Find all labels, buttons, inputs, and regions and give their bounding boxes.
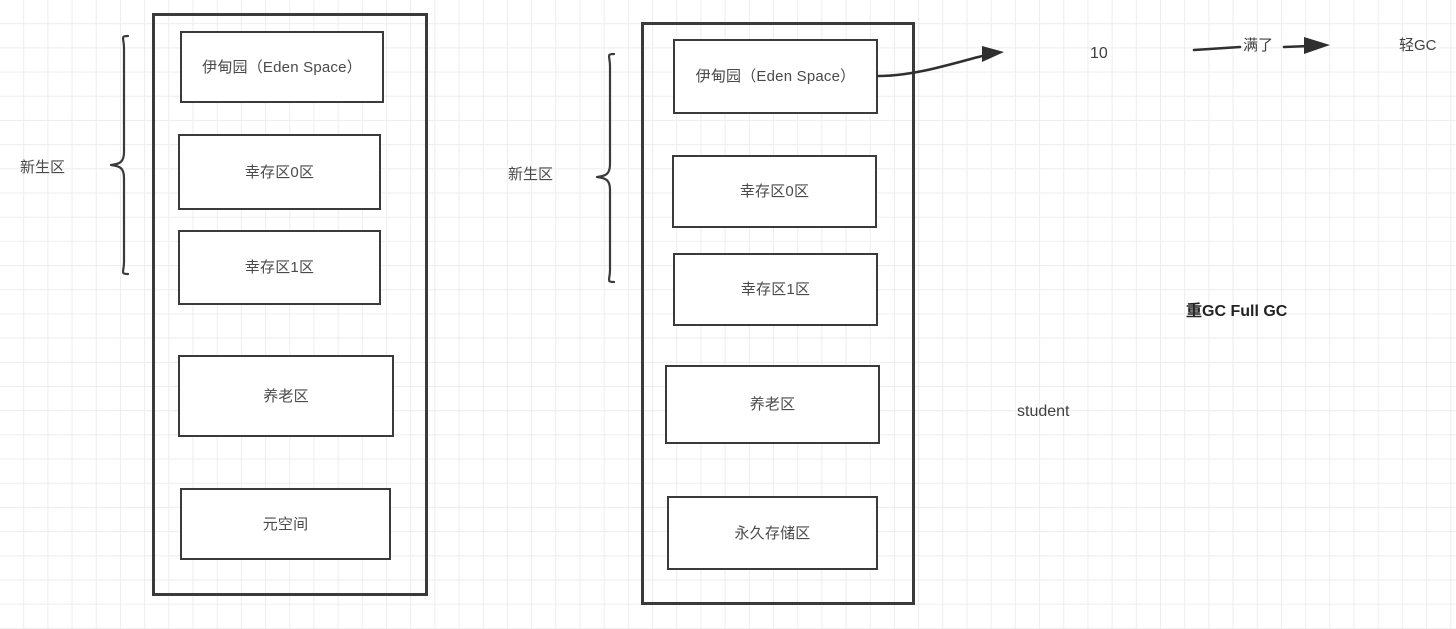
left-region-metaspace[interactable]: 元空间 [180, 488, 391, 560]
left-region-old-label: 养老区 [263, 387, 309, 405]
left-region-survivor0-label: 幸存区0区 [244, 163, 315, 181]
jvm-heap-left-outer-box [152, 13, 428, 596]
annotation-full-label: 满了 [1243, 37, 1274, 54]
right-region-permgen-label: 永久存储区 [734, 524, 811, 542]
right-region-eden-label: 伊甸园（Eden Space） [695, 68, 856, 85]
right-region-survivor1[interactable]: 幸存区1区 [673, 253, 878, 326]
left-region-eden[interactable]: 伊甸园（Eden Space） [180, 31, 384, 103]
left-region-survivor1-label: 幸存区1区 [244, 259, 315, 276]
annotation-minor-gc: 轻GC [1399, 37, 1437, 54]
jvm-heap-right-outer-box [641, 22, 915, 605]
left-region-old[interactable]: 养老区 [178, 355, 394, 437]
right-region-permgen[interactable]: 永久存储区 [667, 496, 878, 570]
left-young-gen-label: 新生区 [20, 159, 66, 176]
right-region-survivor0-label: 幸存区0区 [739, 183, 810, 200]
right-region-old-label: 养老区 [749, 396, 796, 413]
right-region-eden[interactable]: 伊甸园（Eden Space） [673, 39, 878, 114]
left-region-survivor1[interactable]: 幸存区1区 [178, 230, 381, 305]
right-region-survivor0[interactable]: 幸存区0区 [672, 155, 877, 228]
right-young-gen-brace [595, 52, 616, 284]
annotation-count: 10 [1090, 45, 1108, 62]
eden-overflow-arrow [876, 46, 1004, 78]
annotation-major-gc: 重GC Full GC [1186, 303, 1288, 320]
left-region-survivor0[interactable]: 幸存区0区 [178, 134, 381, 210]
right-region-survivor1-label: 幸存区1区 [740, 281, 811, 298]
annotation-object-name: student [1017, 403, 1070, 420]
left-region-eden-label: 伊甸园（Eden Space） [202, 58, 362, 76]
left-young-gen-brace [109, 34, 130, 276]
right-young-gen-label: 新生区 [508, 166, 554, 183]
right-region-old[interactable]: 养老区 [665, 365, 880, 444]
left-region-metaspace-label: 元空间 [262, 515, 309, 533]
full-transition-arrow [1192, 37, 1330, 54]
